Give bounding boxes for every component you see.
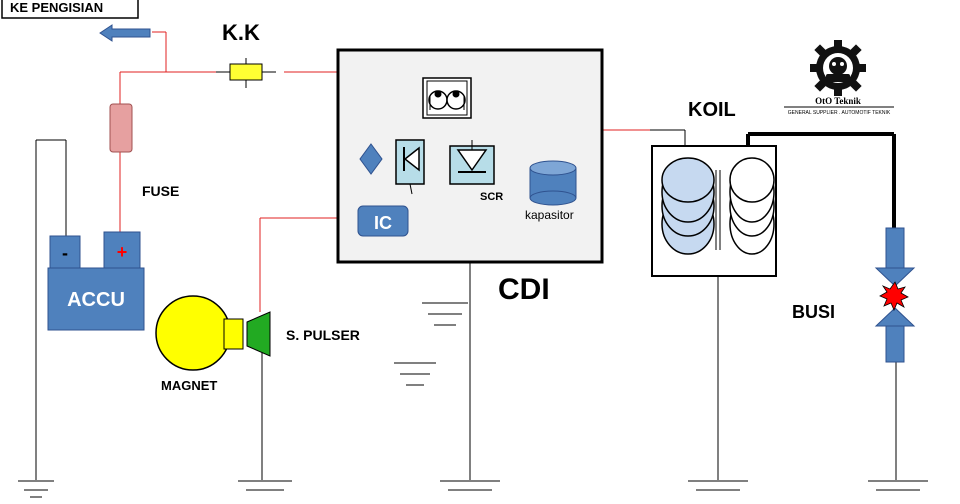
pulser-coil (246, 311, 271, 357)
kk-label: K.K (222, 20, 260, 45)
ignition-coil (651, 145, 777, 277)
magnet (155, 295, 244, 371)
fuse (109, 103, 133, 153)
capacitor-icon (529, 160, 577, 206)
diode-icon (395, 139, 425, 195)
spark-plug (874, 227, 916, 363)
busi-label: BUSI (792, 302, 835, 322)
gear-icon (810, 40, 866, 96)
oto-teknik-logo: OtO Teknik GENERAL SUPPLIER . AUTOMOTIF … (784, 40, 894, 116)
cdi-label: CDI (498, 273, 550, 306)
logo-name: OtO Teknik (815, 96, 861, 106)
cdi-unit: SCR IC kapasitor (336, 48, 604, 264)
ground-symbols (18, 302, 928, 498)
diode-bridge-icon (359, 143, 383, 175)
fuse-label: FUSE (142, 183, 179, 199)
accu-battery: - + ACCU (47, 231, 145, 331)
accu-minus-label: - (62, 243, 68, 263)
kapasitor-label: kapasitor (525, 208, 574, 222)
scr-icon (449, 140, 495, 185)
left-arrow-icon (99, 24, 151, 42)
rectifier-block (422, 77, 472, 119)
magnet-label: MAGNET (161, 378, 217, 393)
scr-label: SCR (480, 191, 503, 203)
key-switch (216, 58, 276, 88)
ic-label: IC (374, 213, 392, 233)
koil-label: KOIL (688, 99, 736, 121)
logo-tagline: GENERAL SUPPLIER . AUTOMOTIF TEKNIK (788, 110, 891, 116)
ke-pengisian-label-box: KE PENGISIAN (1, 0, 139, 19)
pulser-label: S. PULSER (286, 327, 360, 343)
ic-chip: IC (357, 205, 409, 237)
accu-label: ACCU (67, 289, 125, 311)
spark-icon (879, 281, 909, 312)
ke-pengisian-label: KE PENGISIAN (10, 0, 103, 15)
accu-plus-label: + (117, 242, 128, 262)
